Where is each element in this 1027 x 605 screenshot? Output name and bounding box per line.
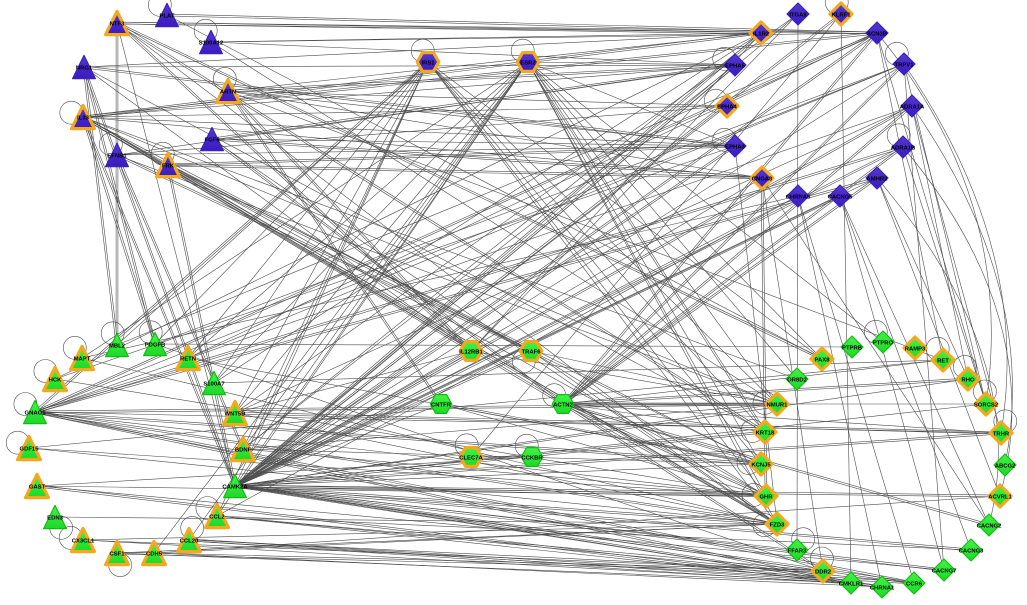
svg-text:HCK: HCK [49, 377, 63, 383]
svg-text:AMHR2: AMHR2 [867, 176, 889, 182]
svg-text:FRK: FRK [162, 163, 175, 169]
svg-text:SCN3B: SCN3B [867, 31, 887, 37]
svg-text:GDF15: GDF15 [20, 446, 40, 452]
svg-text:RET: RET [937, 358, 949, 364]
svg-text:EPHA5: EPHA5 [725, 63, 745, 69]
svg-text:FZD3: FZD3 [770, 522, 785, 528]
svg-text:EPHA3: EPHA3 [725, 144, 745, 150]
svg-text:RETN: RETN [180, 356, 196, 362]
svg-text:WNT5B: WNT5B [225, 411, 246, 417]
svg-text:GHR: GHR [759, 494, 773, 500]
svg-text:TRPV1: TRPV1 [895, 62, 915, 68]
svg-text:IL33: IL33 [77, 115, 90, 121]
svg-text:CACNG2: CACNG2 [977, 523, 1003, 529]
svg-text:CAMK2A: CAMK2A [222, 484, 248, 490]
svg-text:CHRNA1: CHRNA1 [870, 585, 895, 591]
svg-text:CHRNA5: CHRNA5 [786, 194, 811, 200]
svg-text:CMKLR1: CMKLR1 [839, 581, 864, 587]
svg-text:TRHR: TRHR [993, 431, 1010, 437]
svg-text:CACNG5: CACNG5 [828, 194, 854, 200]
svg-text:NRG1: NRG1 [76, 65, 93, 71]
svg-text:GAST: GAST [29, 484, 46, 490]
svg-text:ADRA1B: ADRA1B [891, 145, 916, 151]
svg-text:S100A12: S100A12 [199, 40, 224, 46]
svg-text:KRT18: KRT18 [756, 430, 775, 436]
svg-text:EFNB1: EFNB1 [107, 153, 127, 159]
svg-text:CLEC7A: CLEC7A [459, 455, 483, 461]
svg-text:FFAR3: FFAR3 [788, 548, 807, 554]
svg-text:DDR2: DDR2 [815, 569, 832, 575]
svg-text:IL12RB1: IL12RB1 [459, 349, 483, 355]
svg-text:BDNF: BDNF [235, 447, 252, 453]
svg-text:KCNJ5: KCNJ5 [751, 462, 771, 468]
svg-text:NTF3: NTF3 [110, 21, 125, 27]
svg-text:PTPRB: PTPRB [842, 345, 862, 351]
svg-text:CX3CL1: CX3CL1 [72, 538, 95, 544]
svg-text:ABCG2: ABCG2 [995, 463, 1016, 469]
svg-text:TRAF6: TRAF6 [522, 349, 542, 355]
svg-text:ARTN: ARTN [220, 89, 236, 95]
svg-text:NMUR1: NMUR1 [767, 402, 789, 408]
svg-text:ESR2: ESR2 [520, 60, 536, 66]
svg-text:GNAO1: GNAO1 [25, 410, 47, 416]
svg-text:PAX8: PAX8 [815, 357, 831, 363]
svg-text:ITGA8: ITGA8 [789, 12, 807, 18]
svg-text:ACTN2: ACTN2 [553, 402, 573, 408]
svg-text:OR8D2: OR8D2 [787, 377, 807, 383]
svg-text:CNGA3: CNGA3 [752, 176, 773, 182]
svg-text:IL1R2: IL1R2 [753, 31, 770, 37]
svg-text:EPHA4: EPHA4 [717, 104, 737, 110]
svg-text:MAPT: MAPT [74, 356, 91, 362]
svg-text:ADRA1A: ADRA1A [900, 104, 925, 110]
svg-text:CCL20: CCL20 [180, 538, 199, 544]
svg-text:CCL2: CCL2 [209, 514, 225, 520]
svg-text:PTPRO: PTPRO [873, 340, 894, 346]
svg-text:CCKBR: CCKBR [521, 455, 543, 461]
svg-text:CACNG7: CACNG7 [932, 568, 958, 574]
svg-text:ACVRL1: ACVRL1 [988, 494, 1012, 500]
svg-text:PDGFB: PDGFB [145, 342, 166, 348]
svg-text:FGF6: FGF6 [204, 137, 220, 143]
svg-text:S100A7: S100A7 [203, 381, 225, 387]
svg-text:EDN3: EDN3 [47, 515, 63, 521]
svg-text:CCR6: CCR6 [906, 581, 923, 587]
svg-text:PLAT: PLAT [160, 13, 175, 19]
svg-text:RHO: RHO [961, 377, 975, 383]
svg-text:KLRF1: KLRF1 [832, 12, 852, 18]
svg-text:CACNG3: CACNG3 [959, 548, 985, 554]
svg-text:CSF1: CSF1 [109, 551, 125, 557]
svg-text:CNTFR: CNTFR [431, 402, 452, 408]
svg-text:MBL2: MBL2 [109, 343, 126, 349]
svg-text:SORCS2: SORCS2 [974, 402, 999, 408]
svg-text:IRS1: IRS1 [421, 60, 435, 66]
svg-text:RAMP3: RAMP3 [905, 346, 926, 352]
svg-text:CDH5: CDH5 [146, 551, 163, 557]
